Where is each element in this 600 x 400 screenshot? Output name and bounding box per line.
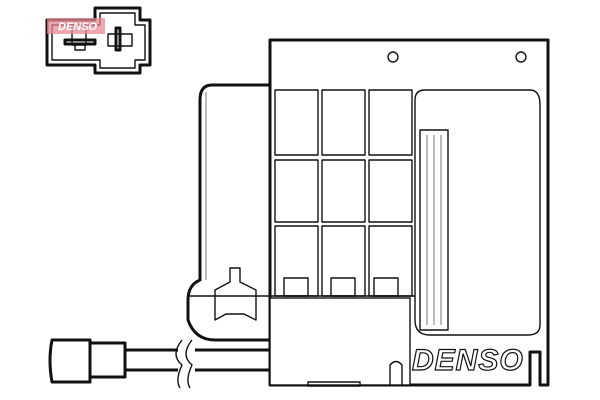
vent-grid bbox=[274, 89, 413, 297]
cable-break-mark bbox=[185, 339, 193, 389]
cable-connector bbox=[48, 338, 270, 389]
mounting-hole bbox=[515, 51, 527, 63]
cable-break-mark bbox=[175, 339, 183, 389]
blower-motor-body: DENSO bbox=[186, 38, 550, 387]
watermark-text: DENSO bbox=[58, 21, 98, 33]
brand-text: DENSO bbox=[412, 344, 524, 377]
watermark-logo: DENSO bbox=[47, 18, 105, 34]
clip bbox=[214, 267, 257, 321]
mounting-hole bbox=[387, 51, 399, 63]
connector-face-view bbox=[45, 6, 152, 75]
